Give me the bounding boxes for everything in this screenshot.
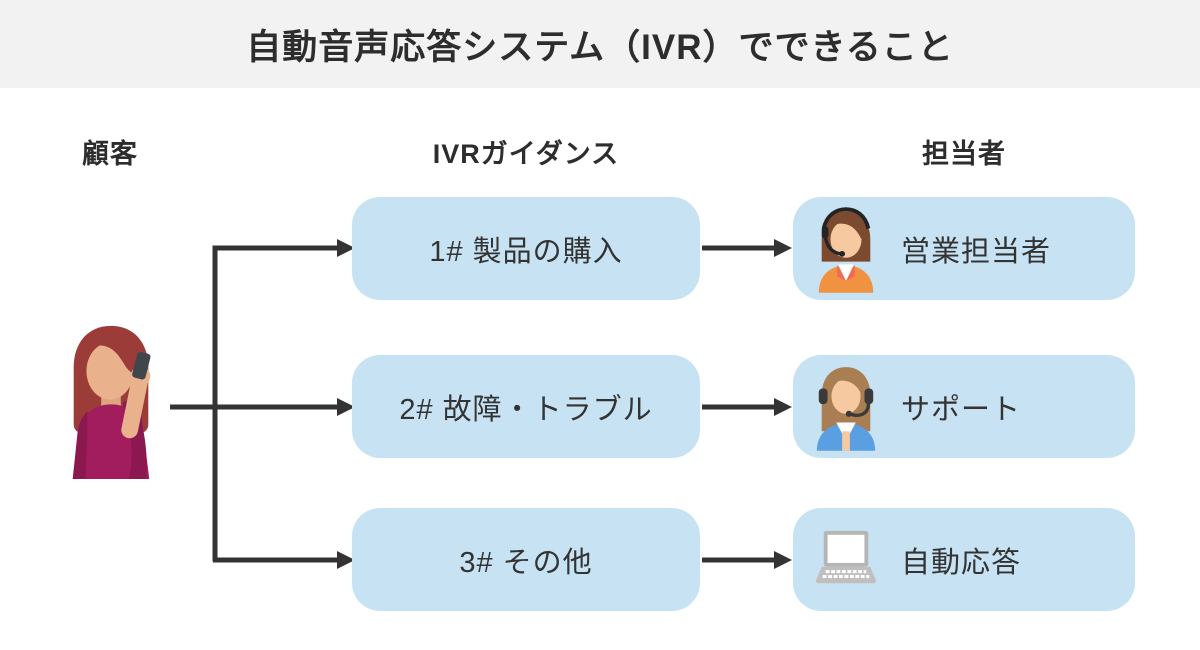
sales-agent-icon xyxy=(811,205,881,293)
agent-label: サポート xyxy=(901,393,1022,426)
woman-on-phone-icon xyxy=(52,320,170,482)
agent-label: 自動応答 xyxy=(901,546,1022,579)
title-bar: 自動音声応答システム（IVR）でできること xyxy=(0,0,1200,88)
support-agent-icon xyxy=(811,363,881,451)
column-header-agent: 担当者 xyxy=(922,139,1006,169)
ivr-option-box-2: 2# 故障・トラブル xyxy=(352,355,700,458)
agent-box-1: 営業担当者 xyxy=(793,197,1135,300)
agent-box-2: サポート xyxy=(793,355,1135,458)
agent-label: 営業担当者 xyxy=(901,235,1052,268)
ivr-option-box-3: 3# その他 xyxy=(352,508,700,611)
column-header-customer: 顧客 xyxy=(82,139,138,169)
ivr-option-label: 1# 製品の購入 xyxy=(429,235,623,268)
ivr-option-label: 3# その他 xyxy=(459,546,593,579)
agent-box-3: 自動応答 xyxy=(793,508,1135,611)
ivr-option-box-1: 1# 製品の購入 xyxy=(352,197,700,300)
column-header-ivr: IVRガイダンス xyxy=(432,139,620,169)
ivr-option-label: 2# 故障・トラブル xyxy=(399,393,653,426)
page-title: 自動音声応答システム（IVR）でできること xyxy=(246,27,954,67)
laptop-icon xyxy=(811,528,881,592)
